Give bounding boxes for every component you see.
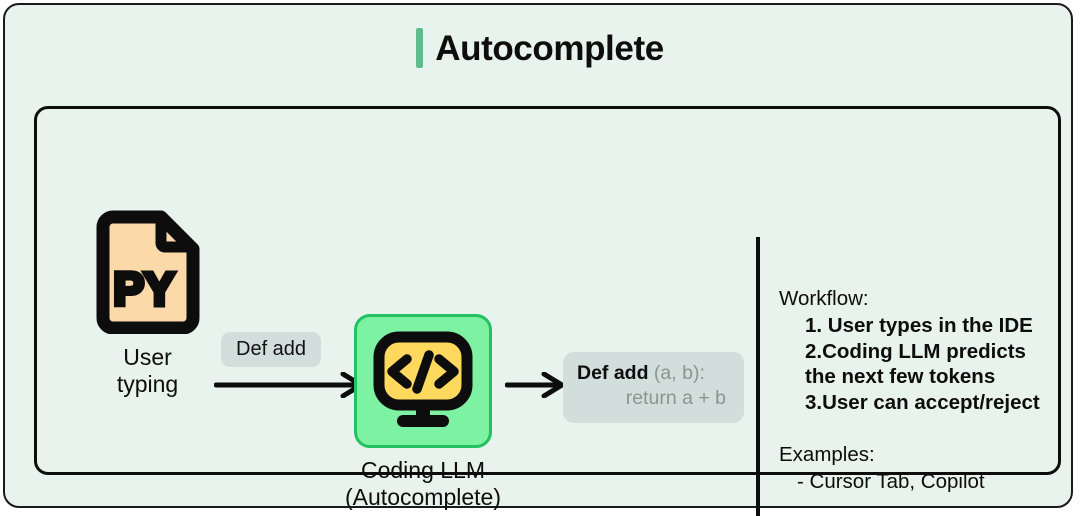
llm-card [354, 314, 492, 448]
page-title: Autocomplete [5, 19, 1075, 77]
suggestion-body: return a + b [625, 387, 726, 410]
node-caption: Coding LLM (Autocomplete) [333, 457, 513, 510]
title-accent-bar [416, 28, 424, 68]
python-file-icon: PY [89, 209, 207, 335]
spacer [779, 416, 1080, 442]
arrow-model-to-suggestion [505, 372, 567, 398]
caption-line-1: User [123, 344, 172, 370]
info-panel: Workflow: 1. User types in the IDE 2.Cod… [779, 286, 1080, 495]
node-coding-llm: Coding LLM (Autocomplete) [333, 314, 513, 510]
outer-frame: Autocomplete PY User typing Def [3, 3, 1075, 516]
caption-line-1: Coding LLM [360, 457, 486, 483]
examples-heading: Examples: [779, 443, 875, 467]
suggestion-signature-line: Def add (a, b): [577, 361, 730, 386]
node-caption: User typing [70, 344, 225, 397]
caption-line-2: typing [116, 370, 179, 397]
code-monitor-icon [371, 327, 475, 436]
suggestion-signature: (a, b): [648, 362, 705, 384]
input-chip-def-add: Def add [221, 332, 322, 367]
workflow-step: 3.User can accept/reject [805, 391, 1040, 415]
svg-text:PY: PY [113, 263, 174, 315]
examples-item: - Cursor Tab, Copilot [797, 469, 985, 493]
caption-line-2: (Autocomplete) [345, 483, 501, 510]
workflow-heading: Workflow: [779, 287, 869, 310]
workflow-step: 1. User types in the IDE [805, 313, 1033, 337]
vertical-divider [756, 237, 760, 516]
title-text: Autocomplete [435, 28, 664, 68]
autocomplete-suggestion-box: Def add (a, b): return a + b [563, 352, 744, 423]
workflow-step: the next few tokens [805, 365, 996, 389]
workflow-step: 2.Coding LLM predicts [805, 339, 1026, 363]
suggestion-prefix: Def add [577, 362, 649, 384]
node-user-typing: PY User typing [70, 209, 225, 397]
diagram-panel: PY User typing Def add [34, 106, 1061, 516]
